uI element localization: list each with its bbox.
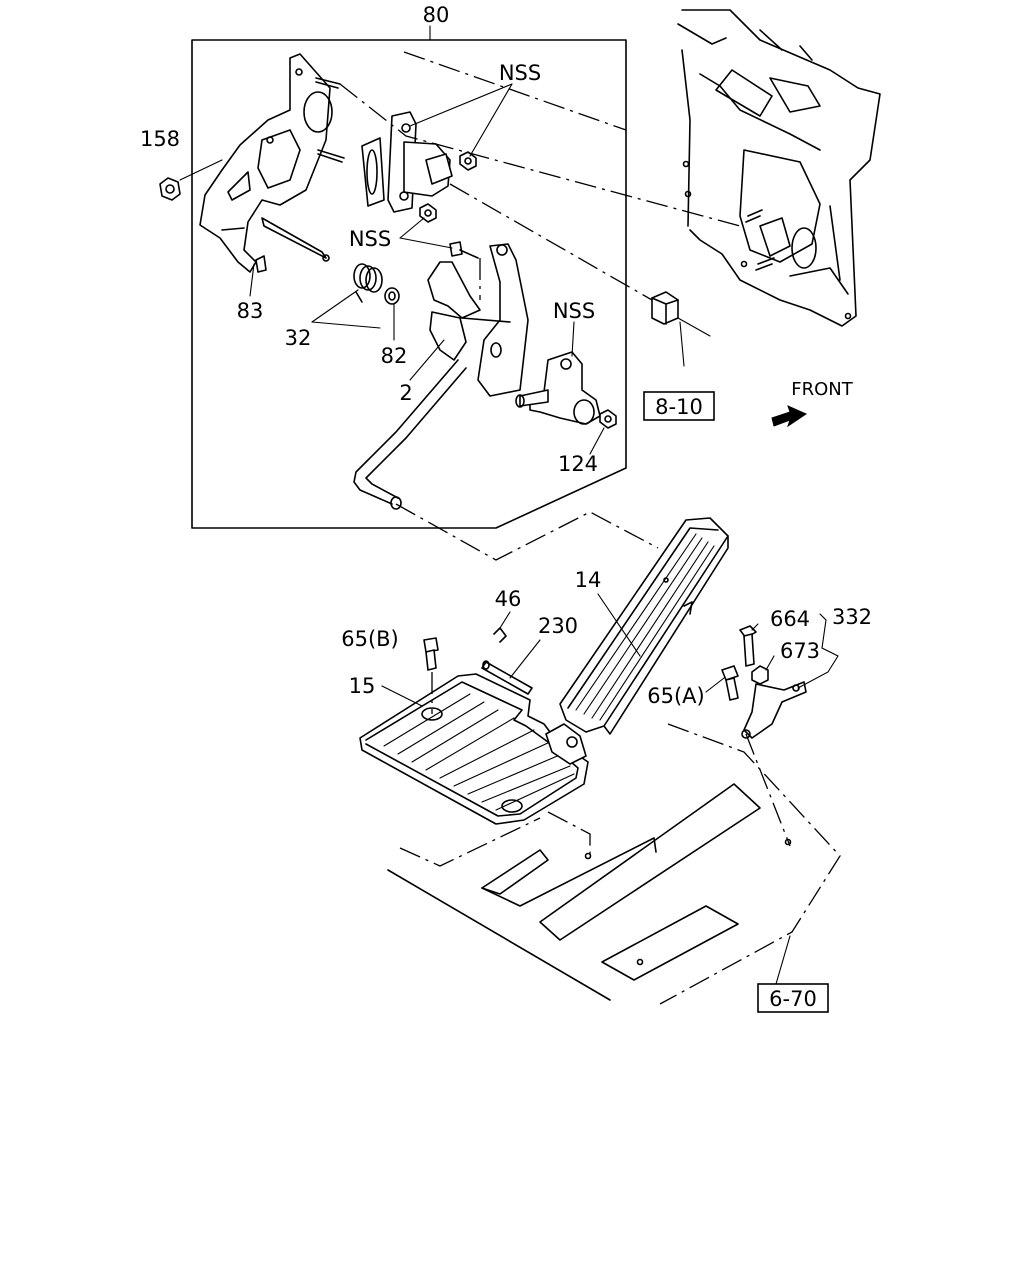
clip [493,627,507,643]
label-230: 230 [538,614,578,638]
bolt-65b [423,637,439,714]
leader-lines [249,83,839,707]
label-332: 332 [832,605,872,629]
label-46: 46 [495,587,522,611]
centerlines-upper [339,51,741,561]
return-spring [353,263,383,303]
label-664: 664 [770,607,810,631]
label-nss-top: NSS [499,61,541,85]
front-indicator [771,405,808,428]
label-65b: 65(B) [341,627,399,651]
dashboard-panel [677,9,881,327]
stopper-bracket [741,681,807,739]
floor-plate [359,673,589,825]
label-32: 32 [285,326,312,350]
mounting-bracket [199,53,333,273]
reference-6-70: 6-70 [757,983,829,1013]
label-2: 2 [399,381,412,405]
label-124: 124 [558,452,598,476]
accelerator-pedal [559,517,729,735]
label-673: 673 [780,639,820,663]
label-80: 80 [423,3,450,27]
label-14: 14 [575,568,602,592]
studs [315,77,345,163]
bolt-65a [721,665,739,701]
label-nss-mid: NSS [349,227,391,251]
assembly-frame [191,25,627,529]
label-83: 83 [237,299,264,323]
arrow-right-icon [771,405,808,428]
nut-673 [751,665,769,685]
reference-6-70-label: 6-70 [769,987,817,1011]
pedal-arm [353,243,529,510]
shaft [255,217,330,273]
bolt-664 [739,625,757,667]
sensor-unit [361,111,453,213]
connector [651,291,711,337]
nut-nss-top [459,151,477,171]
bushing [384,287,400,305]
damper-unit [515,351,601,425]
label-15: 15 [349,674,376,698]
pivot-pin [481,660,533,695]
nut-124 [599,409,617,429]
label-65a: 65(A) [647,684,704,708]
label-nss-right: NSS [553,299,595,323]
callouts: 80 158 NSS NSS NSS 83 32 82 2 124 FRONT … [140,3,872,708]
nut-158 [159,159,223,201]
bolt-nss-mid [449,241,479,259]
reference-8-10-label: 8-10 [655,395,703,419]
reference-8-10: 8-10 [643,391,715,421]
label-82: 82 [381,344,408,368]
label-158: 158 [140,127,180,151]
label-front: FRONT [791,379,853,400]
floor-pan [387,723,841,1005]
